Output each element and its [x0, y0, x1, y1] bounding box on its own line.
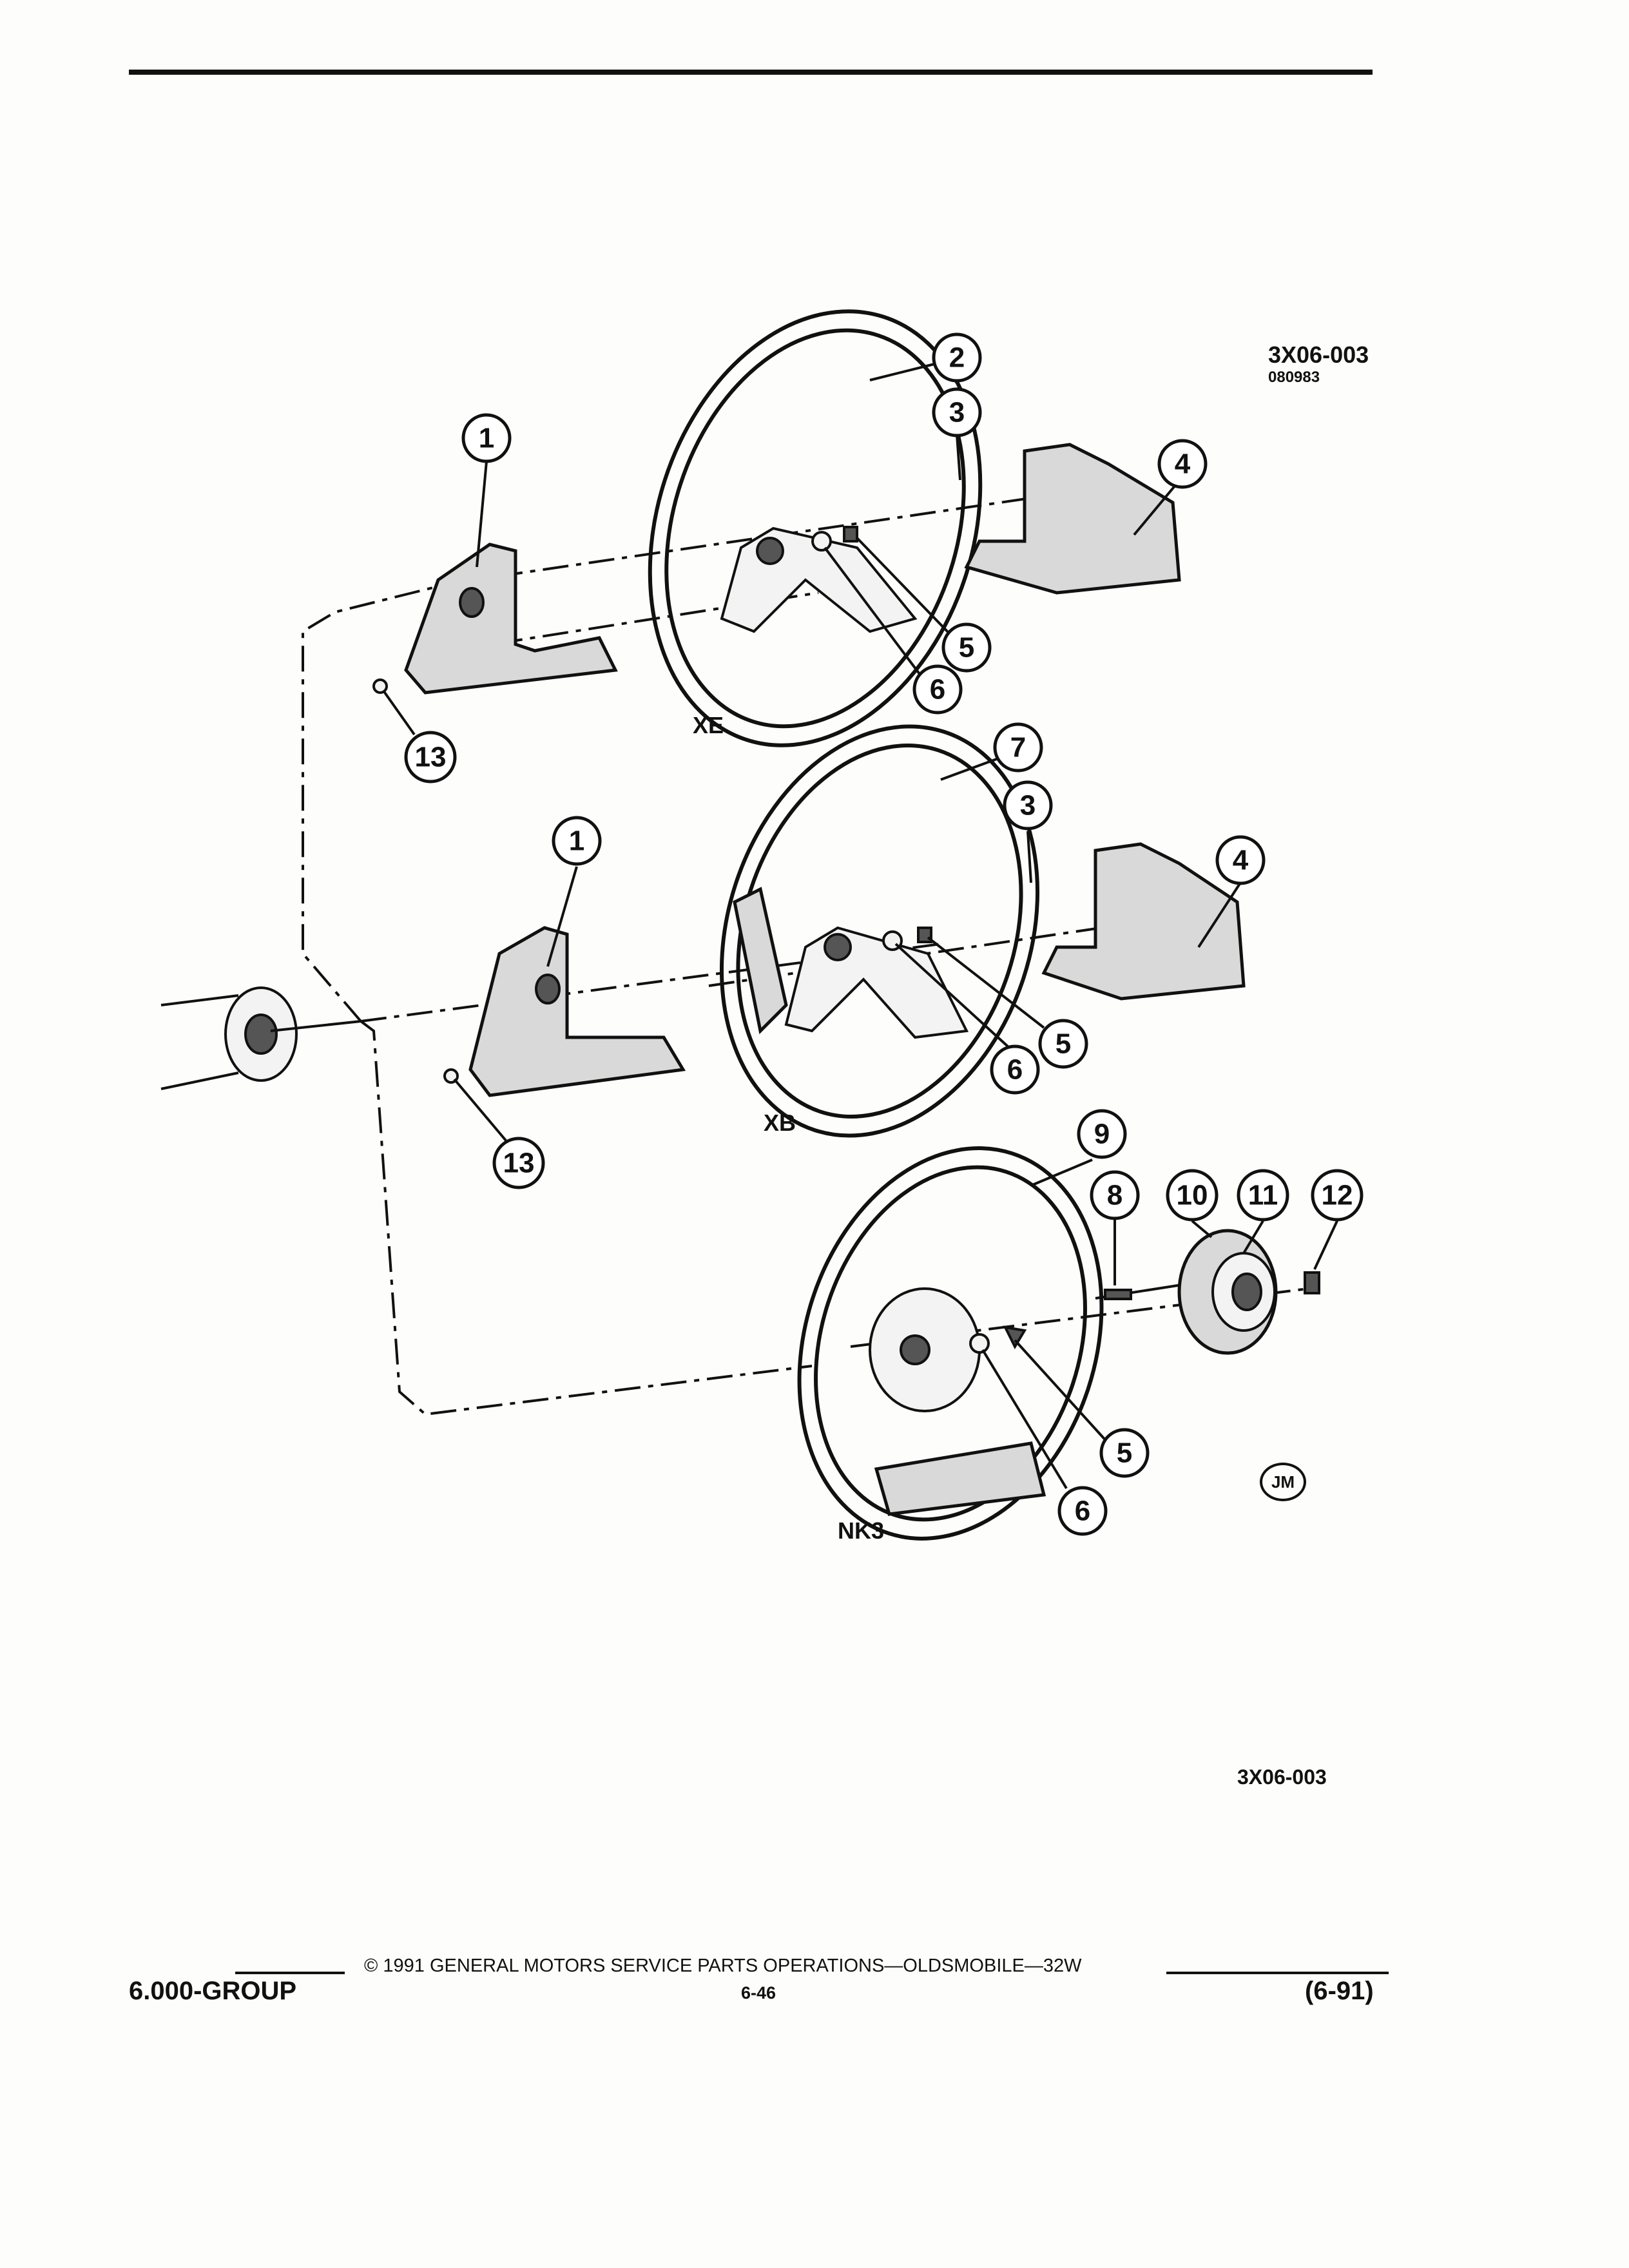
callout-leader-lines	[382, 363, 1338, 1490]
steering-column-illustration	[160, 986, 361, 1090]
callout-6-nk3: 6	[1057, 1486, 1108, 1536]
svg-text:1: 1	[569, 825, 584, 857]
svg-text:12: 12	[1322, 1180, 1353, 1211]
callout-8-nk3: 8	[1090, 1170, 1140, 1220]
figure-code: 3X06-003	[1268, 341, 1369, 368]
callout-5-nk3: 5	[1099, 1428, 1150, 1478]
footer-date: (6-91)	[1305, 1977, 1374, 2005]
svg-text:5: 5	[1055, 1028, 1071, 1060]
callout-4-xe: 4	[1157, 439, 1208, 489]
artist-mark: JM	[1260, 1463, 1306, 1501]
callout-2-xe: 2	[932, 332, 982, 383]
callout-13-xb: 13	[492, 1137, 545, 1189]
variant-label-xe: XE	[693, 712, 724, 738]
callout-4-xb: 4	[1215, 835, 1266, 885]
callout-12-nk3: 12	[1311, 1169, 1364, 1222]
variant-label-nk3: NK3	[838, 1517, 885, 1544]
callout-3-xb: 3	[1003, 780, 1053, 831]
svg-text:5: 5	[1117, 1437, 1132, 1469]
callout-11-nk3: 11	[1237, 1169, 1289, 1222]
callout-1-xb: 1	[552, 816, 602, 866]
callout-7-xb: 7	[993, 722, 1043, 773]
callout-3-xe: 3	[932, 387, 982, 437]
footer-group: 6.000-GROUP	[129, 1977, 297, 2005]
callout-5-xb: 5	[1038, 1019, 1088, 1069]
svg-text:6: 6	[930, 674, 945, 706]
svg-text:3: 3	[949, 397, 965, 428]
variant-label-xb: XB	[764, 1110, 796, 1136]
svg-text:5: 5	[959, 632, 974, 664]
callout-5-xe: 5	[941, 622, 992, 673]
svg-text:7: 7	[1010, 732, 1026, 764]
svg-text:9: 9	[1094, 1119, 1110, 1150]
svg-text:3: 3	[1020, 790, 1036, 822]
figure-sub-code: 080983	[1268, 369, 1320, 386]
nk3-steering-wheel-group	[797, 1146, 1320, 1541]
svg-text:6: 6	[1007, 1054, 1023, 1086]
figure-code-bottom: 3X06-003	[1237, 1765, 1327, 1789]
footer-page-number: 6-46	[741, 1983, 776, 2003]
callout-6-xb: 6	[990, 1044, 1040, 1095]
artist-mark-text: JM	[1271, 1472, 1295, 1492]
footer-copyright: © 1991 GENERAL MOTORS SERVICE PARTS OPER…	[364, 1956, 1082, 1976]
callout-13-xe: 13	[404, 731, 457, 783]
top-rule	[129, 70, 1373, 75]
svg-text:4: 4	[1233, 845, 1249, 876]
svg-text:8: 8	[1107, 1180, 1123, 1211]
footer-rule-right	[1166, 1972, 1389, 1974]
callout-6-xe: 6	[912, 664, 963, 715]
callout-9-nk3: 9	[1077, 1109, 1127, 1159]
svg-text:11: 11	[1248, 1180, 1278, 1211]
svg-text:13: 13	[503, 1148, 535, 1179]
xe-steering-wheel-group	[372, 309, 1181, 747]
svg-text:1: 1	[479, 423, 494, 454]
footer-rule-left	[235, 1972, 345, 1974]
svg-text:2: 2	[949, 342, 965, 374]
xb-steering-wheel-group	[443, 724, 1246, 1138]
callout-1-xe: 1	[461, 413, 512, 463]
svg-text:10: 10	[1177, 1180, 1208, 1211]
svg-text:13: 13	[415, 742, 447, 773]
svg-text:4: 4	[1175, 448, 1191, 480]
callout-10-nk3: 10	[1166, 1169, 1219, 1222]
svg-text:6: 6	[1075, 1495, 1090, 1527]
